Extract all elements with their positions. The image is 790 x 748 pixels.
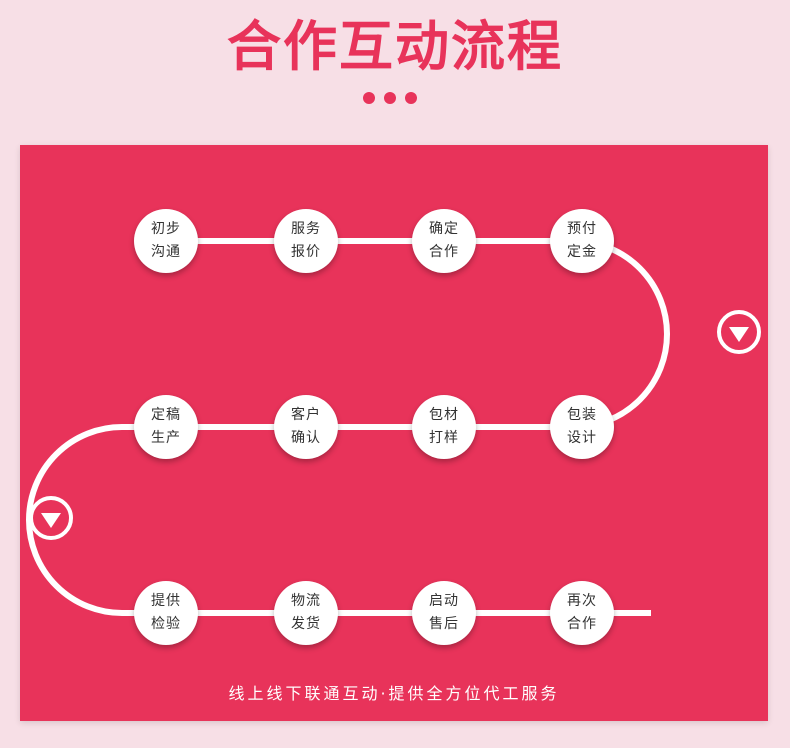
- dot: [384, 92, 396, 104]
- step-label-line2: 发货: [291, 616, 321, 632]
- step-label-line1: 客户: [291, 407, 321, 423]
- step-node: 再次 合作: [550, 581, 614, 645]
- step-label-line1: 提供: [151, 593, 181, 609]
- step-node: 确定 合作: [412, 209, 476, 273]
- step-label-line1: 初步: [151, 221, 181, 237]
- step-label-line1: 再次: [567, 593, 597, 609]
- step-node: 初步 沟通: [134, 209, 198, 273]
- step-node: 预付 定金: [550, 209, 614, 273]
- title-dots: [363, 92, 423, 104]
- step-label-line2: 报价: [291, 244, 321, 260]
- step-label-line1: 启动: [429, 593, 459, 609]
- step-label-line2: 设计: [567, 430, 597, 446]
- dot: [363, 92, 375, 104]
- step-label-line2: 生产: [151, 430, 181, 446]
- step-node: 启动 售后: [412, 581, 476, 645]
- step-label-line1: 物流: [291, 593, 321, 609]
- step-label-line1: 包材: [429, 407, 459, 423]
- step-label-line1: 确定: [429, 221, 459, 237]
- step-label-line2: 合作: [567, 616, 597, 632]
- step-label-line2: 检验: [151, 616, 181, 632]
- step-node: 服务 报价: [274, 209, 338, 273]
- step-node: 包装 设计: [550, 395, 614, 459]
- step-label-line2: 合作: [429, 244, 459, 260]
- step-label-line2: 定金: [567, 244, 597, 260]
- triangle-down-icon: [717, 310, 761, 354]
- step-node: 物流 发货: [274, 581, 338, 645]
- footer-tagline: 线上线下联通互动·提供全方位代工服务: [228, 684, 560, 703]
- dot: [405, 92, 417, 104]
- step-label-line1: 定稿: [151, 407, 181, 423]
- step-label-line2: 售后: [429, 616, 459, 632]
- step-label-line2: 确认: [291, 430, 321, 446]
- step-node: 提供 检验: [134, 581, 198, 645]
- step-node: 包材 打样: [412, 395, 476, 459]
- step-node: 定稿 生产: [134, 395, 198, 459]
- triangle-down-icon: [29, 496, 73, 540]
- step-node: 客户 确认: [274, 395, 338, 459]
- step-label-line2: 打样: [429, 430, 459, 446]
- step-label-line1: 包装: [567, 407, 597, 423]
- process-panel: 初步 沟通 服务 报价 确定 合作 预付 定金 定稿 生产 客户 确认 包材 打…: [20, 145, 768, 721]
- step-label-line1: 预付: [567, 221, 597, 237]
- step-label-line2: 沟通: [151, 244, 181, 260]
- process-path: [26, 238, 670, 616]
- page-title: 合作互动流程: [227, 15, 563, 78]
- step-label-line1: 服务: [291, 221, 321, 237]
